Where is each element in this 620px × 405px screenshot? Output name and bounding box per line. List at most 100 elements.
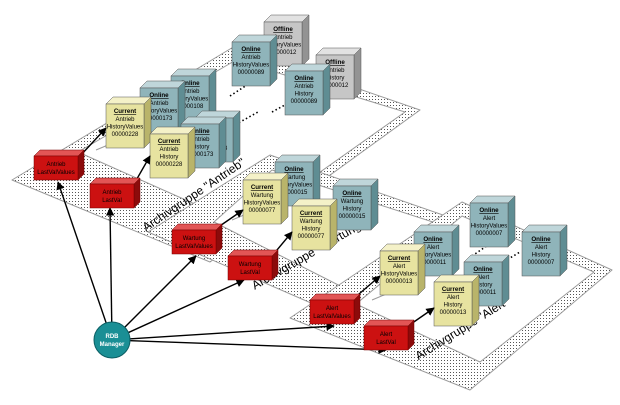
archive-tile-front <box>231 41 271 87</box>
archive-tile-top <box>274 154 321 163</box>
archive-tile-line: Antrieb <box>294 84 314 90</box>
archive-tile-line: HistoryValues <box>172 97 209 103</box>
archive-tile-line: History <box>532 253 551 259</box>
archive-tile-line: Antrieb <box>273 35 293 41</box>
archive-tile-line: 00000228 <box>156 162 183 168</box>
archive-tile-line: Alert <box>427 245 440 251</box>
rdb-manager-line2: Manager <box>100 342 125 348</box>
archive-tile-side <box>280 172 289 225</box>
archive-tile-line: Antrieb <box>159 147 179 153</box>
archive-tile-line: Alert <box>447 295 460 301</box>
archive-tile-line: 00000012 <box>322 83 349 89</box>
archive-tile-status: Online <box>423 236 443 243</box>
archive-tile-line: 00000077 <box>249 208 276 214</box>
archive-tile-side <box>269 34 278 87</box>
archive-tile-line: 00000007 <box>528 260 555 266</box>
archive-tile-line: Antrieb <box>115 117 135 123</box>
archive-tile-line: History <box>474 283 493 289</box>
current-arrow <box>79 127 107 157</box>
lastval-box-front <box>363 325 409 351</box>
archive-tile-status: Online <box>479 207 499 214</box>
archive-tile-top <box>291 198 338 207</box>
archive-tile-line: Antrieb <box>241 55 261 61</box>
manager-arrow <box>56 181 113 341</box>
archive-tile-line: Wartung <box>251 193 273 199</box>
archive-tile-line: HistoryValues <box>471 224 508 230</box>
lastval-box-front <box>89 183 135 209</box>
archive-tile-side <box>501 254 510 307</box>
archive-tile-side <box>187 126 196 179</box>
manager-arrow <box>105 207 115 341</box>
archive-tile-front <box>379 250 419 296</box>
lastval-box-line2: LastValValues <box>37 170 74 176</box>
archive-tile-line: 00000015 <box>339 214 366 220</box>
lastval-box-line1: Wartung <box>183 236 205 242</box>
archive-tile-side <box>370 178 379 231</box>
lastval-box-front <box>33 155 79 181</box>
archive-tile-front <box>149 133 189 179</box>
archive-tile-top <box>242 172 289 181</box>
archive-tile-top <box>379 243 426 252</box>
archive-tile-side <box>312 154 321 207</box>
archive-tile-status: Current <box>300 210 322 217</box>
archive-tile-top <box>413 224 460 233</box>
archive-tile-side <box>232 110 241 163</box>
archive-tile-line: Antrieb <box>149 101 169 107</box>
lastval-box-line1: Alert <box>380 332 393 338</box>
archive-tile-top <box>149 126 196 135</box>
lastval-box-line2: LastVal <box>376 340 396 346</box>
archive-tile-front <box>105 103 145 149</box>
archive-tile-front <box>469 202 509 248</box>
archive-tile-top <box>231 34 278 43</box>
archive-tile-status: Online <box>180 80 200 87</box>
archive-tile-line: HistoryValues <box>415 253 452 259</box>
archive-tile-side <box>451 224 460 277</box>
archive-tile-front <box>332 185 372 231</box>
lastval-box-top <box>171 223 223 231</box>
archive-tile-side <box>218 116 227 169</box>
archive-tile-line: HistoryValues <box>381 272 418 278</box>
archive-tile-line: Wartung <box>283 175 305 181</box>
archive-tile-side <box>507 195 516 248</box>
rdb-manager-line1: RDB <box>106 334 120 340</box>
archive-tile-top <box>469 195 516 204</box>
archive-tile-side <box>322 63 331 116</box>
rdb-manager[interactable]: RDB Manager <box>93 321 131 359</box>
archive-tile-status: Online <box>294 75 314 82</box>
archive-tile-status: Current <box>251 184 273 191</box>
archive-tile-line: 00000013 <box>386 279 413 285</box>
lastval-box-top <box>363 319 415 327</box>
lastval-box-line2: LastVal <box>240 270 260 276</box>
archive-tile-line: Alert <box>393 264 406 270</box>
archive-tile-line: HistoryValues <box>233 63 270 69</box>
archive-tile-line: 00000089 <box>291 99 318 105</box>
archive-tile-line: Wartung <box>341 199 363 205</box>
archive-tile-line: Antrieb <box>190 137 210 143</box>
manager-arrow <box>111 255 197 341</box>
archive-tile-top <box>315 47 362 56</box>
archive-tile-top <box>263 14 310 23</box>
lastval-box-top <box>227 249 279 257</box>
archive-tile-line: History <box>302 227 321 233</box>
archive-tile-line: Alert <box>535 245 548 251</box>
